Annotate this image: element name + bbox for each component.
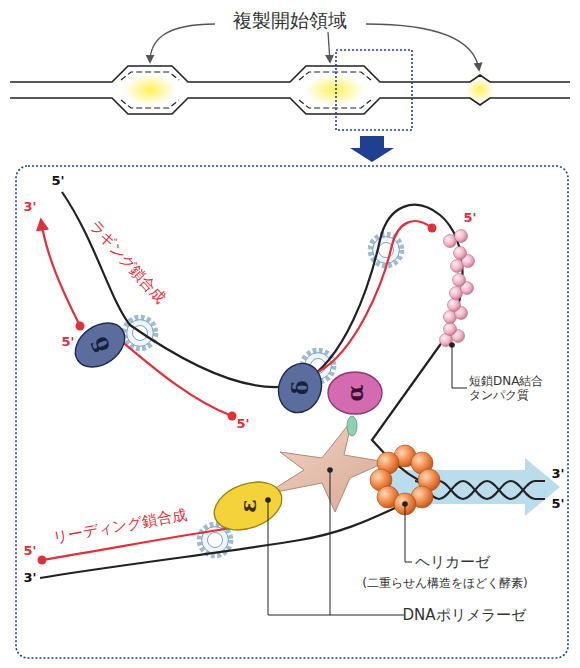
linker <box>347 416 357 436</box>
node-ellipse <box>67 314 133 376</box>
new-strand <box>299 100 371 108</box>
helicase <box>370 445 440 515</box>
leader-line <box>405 504 412 562</box>
leader-line <box>452 345 467 388</box>
ssb-protein <box>440 230 475 347</box>
new-strand <box>121 100 179 108</box>
node-ellipse <box>208 473 289 538</box>
process-label: リーディング鎖合成 <box>52 505 188 546</box>
strand-end: 5' <box>463 210 476 226</box>
subunit-letter: ε <box>235 499 261 512</box>
strand-end: 3' <box>23 199 36 215</box>
subunit-letter: δ <box>287 381 313 396</box>
ssb-protein <box>453 274 466 287</box>
node-ellipse <box>272 357 329 418</box>
strand-end: 5' <box>23 543 36 559</box>
leader-dot <box>265 497 271 503</box>
pointer-arrow <box>328 32 330 62</box>
strand-end: 3' <box>23 570 36 586</box>
ssb-protein <box>444 323 457 336</box>
okazaki-fragment <box>318 221 432 372</box>
zoom-panel <box>16 166 568 658</box>
polymerase-delta: δ <box>270 356 329 420</box>
node-text-box: δ <box>270 356 329 420</box>
leader-dot <box>402 501 408 507</box>
strand-end: 5' <box>61 334 74 350</box>
okazaki-fragment <box>41 220 80 326</box>
polymerase-alpha: α <box>327 371 383 415</box>
pointer-arrow <box>150 24 215 62</box>
polymerase-epsilon: ε <box>206 472 289 540</box>
strand-end: 3' <box>551 466 564 482</box>
node-ellipse <box>328 372 382 414</box>
parent-strand <box>10 66 570 82</box>
strand-end: 5' <box>51 173 64 189</box>
callout-note: (二重らせん構造をほどく酵素) <box>362 576 527 590</box>
lagging-template <box>62 192 463 481</box>
polymerase-delta: δ <box>66 313 135 378</box>
strand-end: 5' <box>236 416 249 432</box>
parent-strand <box>10 98 570 114</box>
subunit-letter: δ <box>85 333 115 357</box>
origin-glow <box>305 74 365 106</box>
node-text-box: α <box>327 371 383 415</box>
zoom-frame <box>336 50 412 130</box>
ssb-protein <box>448 299 461 312</box>
leader-dot <box>327 467 333 473</box>
leader-line <box>330 470 331 615</box>
callout-label: DNAポリメラーゼ <box>402 606 525 624</box>
pointer-arrow <box>366 24 479 70</box>
node-text-box: ε <box>206 472 289 540</box>
subunit-letter: α <box>342 385 368 402</box>
callout-label: 短鎖DNA結合 タンパク質 <box>469 374 561 403</box>
zoom-arrow <box>350 136 394 162</box>
polymerase-body <box>266 420 386 512</box>
node-text-box: δ <box>66 313 135 378</box>
callout-label: 複製開始領域 <box>233 9 347 32</box>
origin-glow <box>124 74 176 106</box>
ssb-protein <box>454 247 467 260</box>
five-prime-end <box>228 412 237 421</box>
leader-dot <box>449 342 455 348</box>
new-strand <box>121 72 179 80</box>
new-strand <box>299 72 371 80</box>
ssb-protein <box>455 230 468 243</box>
leader-line <box>268 500 404 615</box>
five-prime-end <box>76 322 85 331</box>
process-label: ラギング鎖合成 <box>86 217 170 307</box>
strand-end: 5' <box>551 496 564 512</box>
okazaki-fragment <box>120 340 232 416</box>
callout-label: ヘリカーゼ <box>415 553 490 571</box>
five-prime-end <box>38 556 47 565</box>
five-prime-end <box>428 224 437 233</box>
